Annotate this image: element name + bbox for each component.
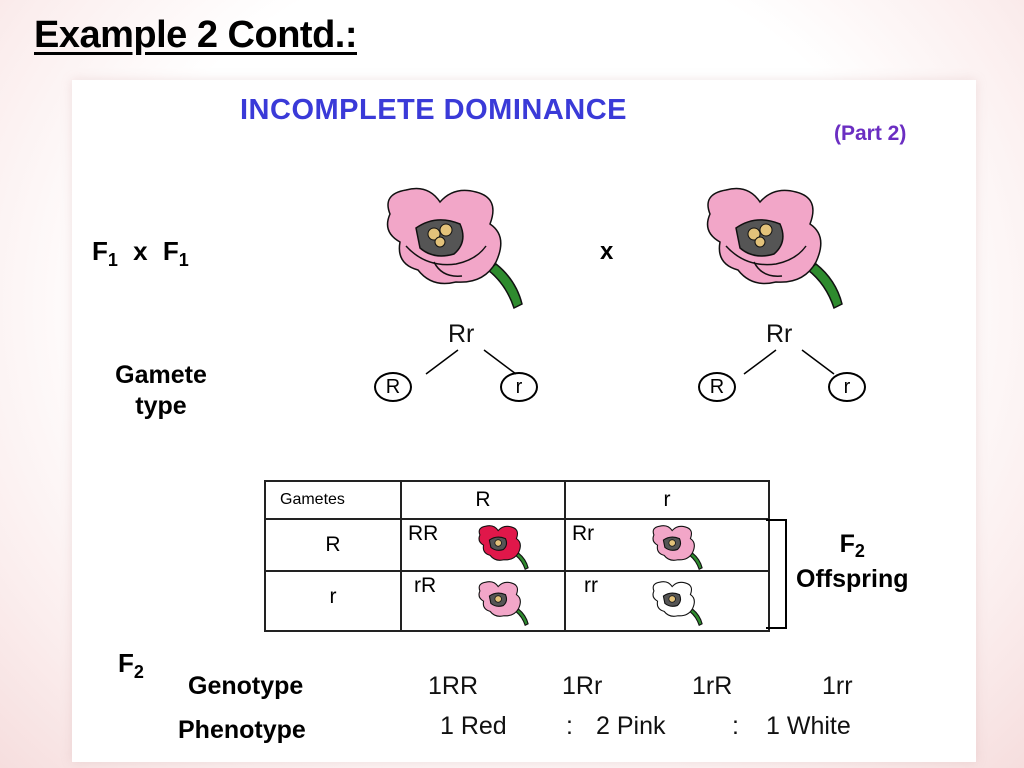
f-letter: F [118, 648, 134, 678]
f1-cross-label: F1 x F1 [92, 236, 189, 271]
part-label: (Part 2) [834, 122, 907, 145]
gamete-label-line1: Gamete [115, 361, 207, 389]
genotype-value: 1rR [692, 672, 733, 700]
punnett-cell: Rr [564, 518, 770, 572]
slide-title: Example 2 Contd.: [34, 14, 358, 56]
phenotype-value: 1 Red [440, 712, 507, 740]
f2-summary-label: F2 [118, 648, 144, 683]
gamete-allele: R [374, 372, 412, 402]
f-letter: F [162, 236, 179, 266]
offspring-text: Offspring [796, 565, 909, 593]
cross-symbol: x [600, 238, 614, 265]
phenotype-value: 2 Pink [596, 712, 666, 740]
f-sub: 1 [107, 250, 118, 270]
cell-genotype: RR [408, 522, 439, 545]
gamete-allele: R [698, 372, 736, 402]
genotype-value: 1rr [822, 672, 853, 700]
gamete-allele: r [500, 372, 538, 402]
parent1-genotype: Rr [448, 320, 475, 348]
offspring-bracket [766, 519, 787, 629]
cross-x-small: x [133, 236, 148, 266]
punnett-cell: rR [400, 570, 566, 632]
punnett-col-header: r [564, 480, 770, 520]
f2-offspring-label: F2 Offspring [796, 530, 909, 593]
punnett-row-header: r [264, 570, 402, 632]
genotype-value: 1RR [428, 672, 479, 700]
genotype-label: Genotype [188, 672, 304, 700]
snapdragon-flower-icon [652, 525, 703, 570]
cell-genotype: rR [414, 574, 437, 597]
snapdragon-flower-icon [706, 187, 843, 310]
snapdragon-flower-icon [652, 581, 703, 626]
punnett-row-header: R [264, 518, 402, 572]
f-sub: 2 [854, 541, 865, 561]
gamete-allele: r [828, 372, 866, 402]
phenotype-label: Phenotype [178, 716, 306, 744]
gamete-branch-lines [425, 349, 517, 375]
table-row: R RR Rr [264, 518, 770, 572]
cell-genotype: Rr [572, 522, 595, 545]
gamete-branch-lines [743, 349, 835, 375]
gamete-label-line2: type [135, 392, 187, 420]
phenotype-separator: : [566, 712, 573, 740]
f-letter: F [839, 530, 855, 558]
figure-heading: INCOMPLETE DOMINANCE [240, 94, 627, 126]
punnett-col-header: R [400, 480, 566, 520]
snapdragon-flower-icon [386, 187, 523, 310]
snapdragon-flower-icon [478, 581, 529, 626]
phenotype-separator: : [732, 712, 739, 740]
punnett-corner: Gametes [264, 480, 402, 520]
snapdragon-flower-icon [478, 525, 529, 570]
punnett-cell: RR [400, 518, 566, 572]
figure-panel: INCOMPLETE DOMINANCE (Part 2) F1 x F1 x [72, 80, 976, 762]
parent2-genotype: Rr [766, 320, 793, 348]
punnett-header-row: Gametes R r [264, 480, 770, 520]
f-sub: 2 [133, 662, 144, 682]
f-sub: 1 [178, 250, 189, 270]
phenotype-value: 1 White [766, 712, 851, 740]
punnett-cell: rr [564, 570, 770, 632]
table-row: r rR rr [264, 570, 770, 632]
f-letter: F [92, 236, 108, 266]
punnett-square: Gametes R r R RR Rr [264, 480, 770, 632]
gamete-type-label: Gamete type [90, 360, 232, 422]
cell-genotype: rr [584, 574, 598, 597]
genotype-value: 1Rr [562, 672, 603, 700]
